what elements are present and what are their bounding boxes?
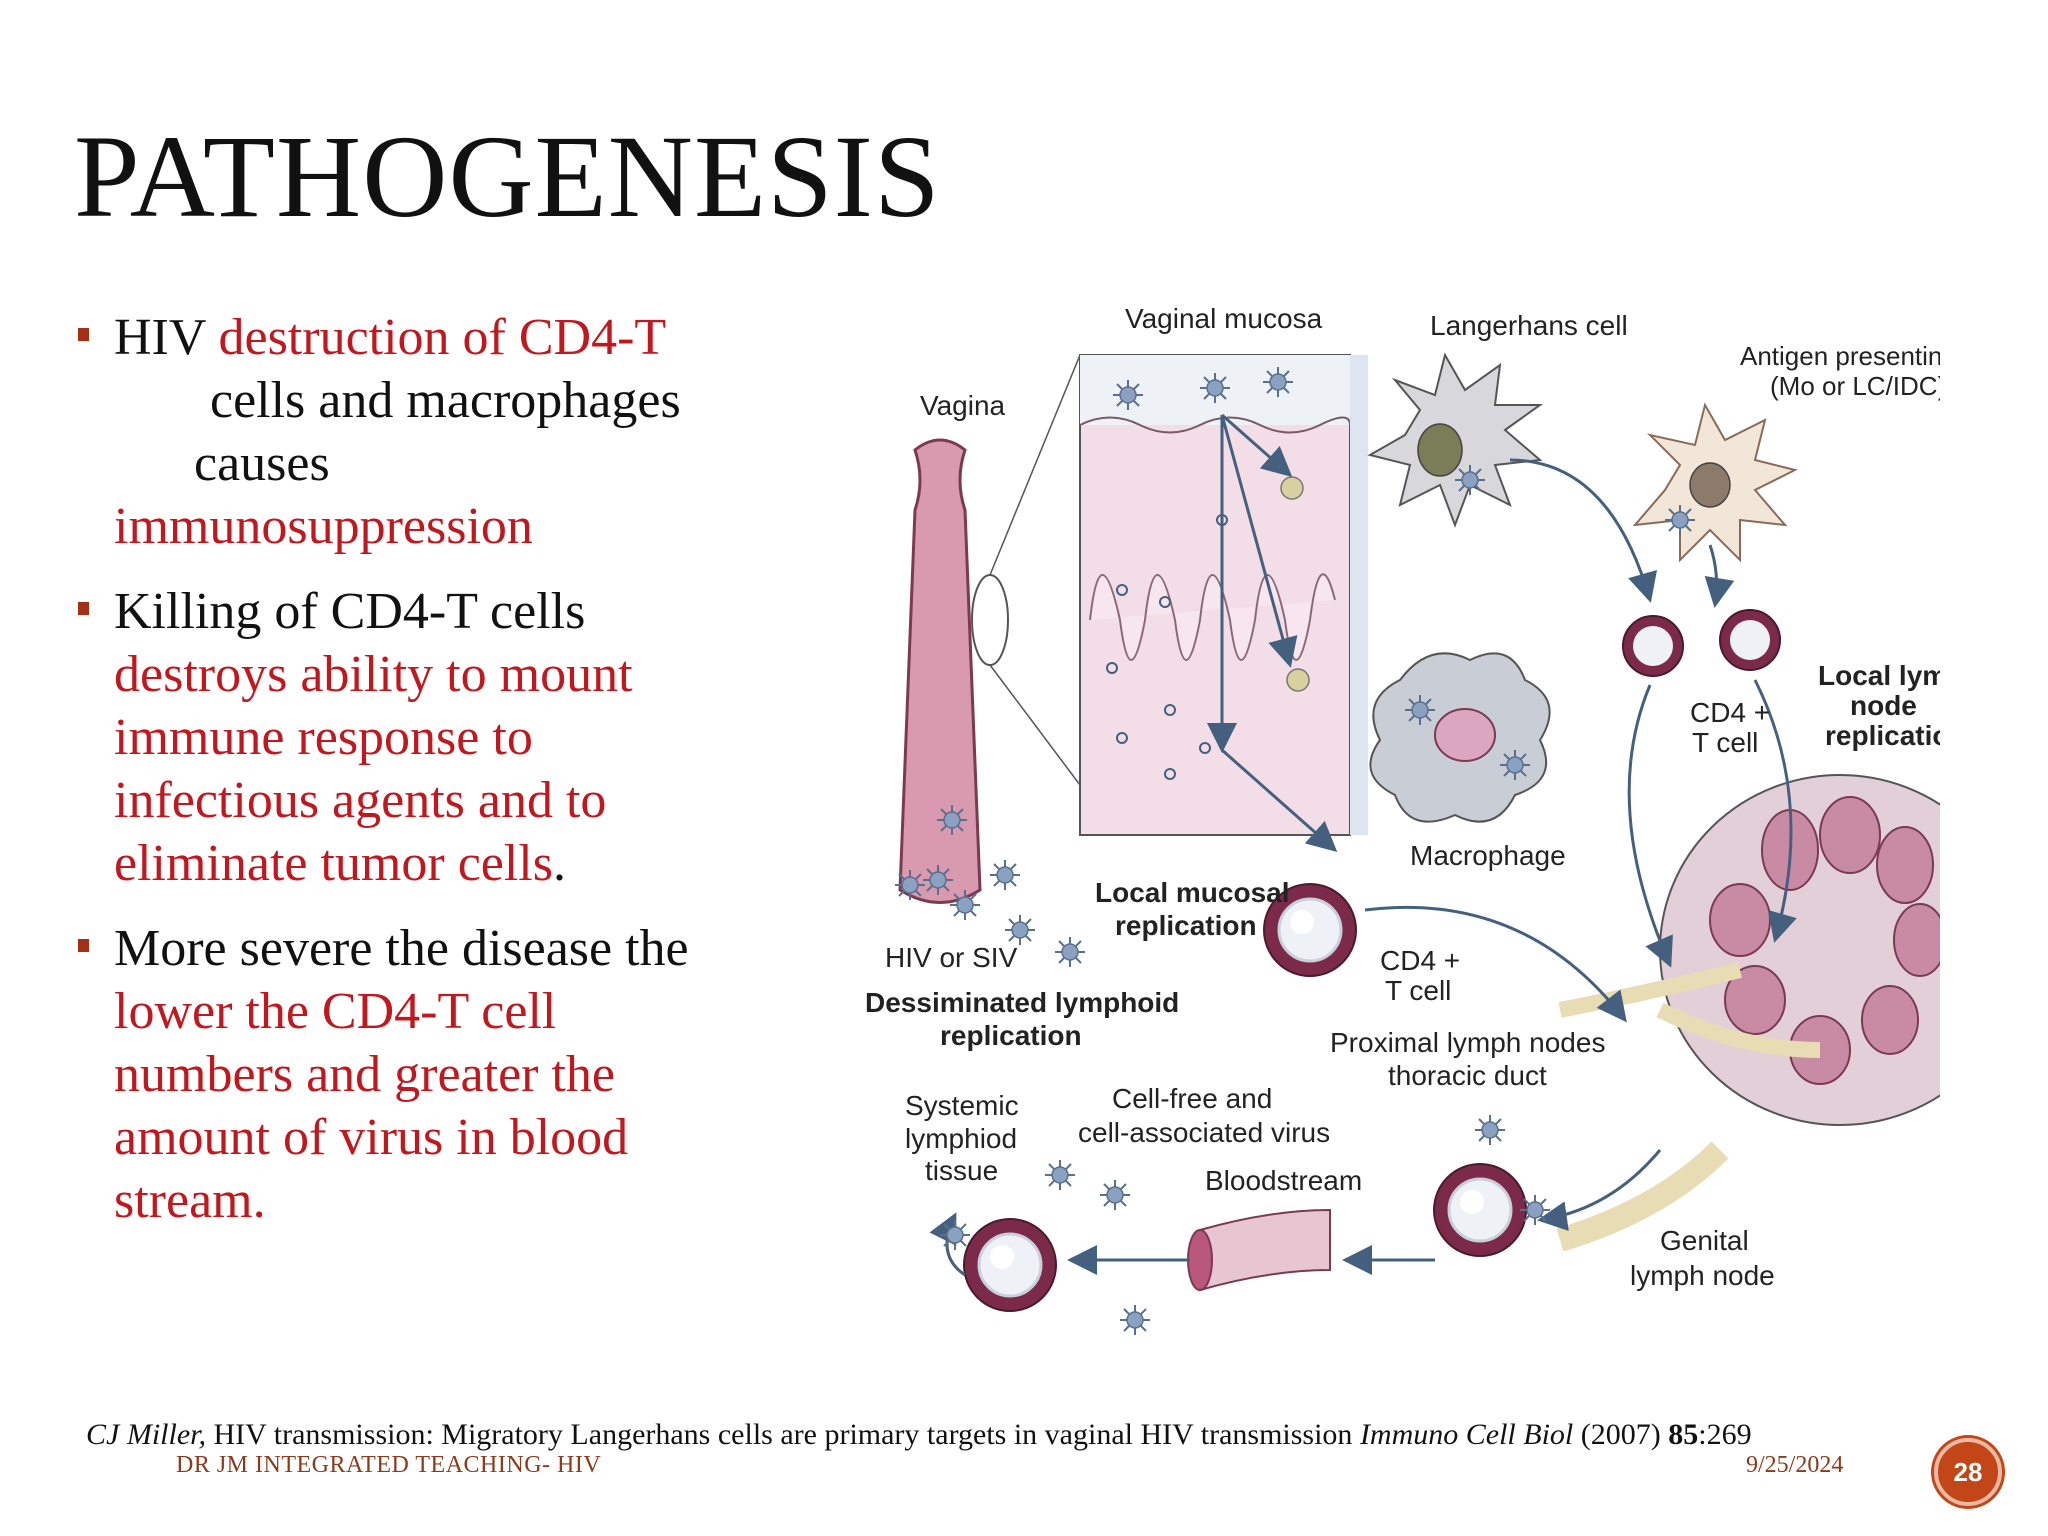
label-apc: Antigen presenting cell [1740, 341, 1940, 371]
bullet-text: cells and macrophages [210, 372, 681, 429]
bullet-item-1: HIV destruction of CD4-T cells and macro… [78, 306, 838, 558]
label-local-lymph-replication: replication [1825, 720, 1940, 751]
label-proximal-lymph: Proximal lymph nodes [1330, 1027, 1605, 1058]
bullet-text: . [552, 835, 566, 892]
page-number-badge: 28 [1934, 1438, 2002, 1506]
bullet-text: destroys ability to mount [114, 646, 633, 703]
antigen-presenting-cell-illustration [1632, 402, 1798, 563]
label-thoracic-duct: thoracic duct [1388, 1060, 1547, 1091]
label-bloodstream: Bloodstream [1205, 1165, 1362, 1196]
citation-pages: :269 [1698, 1418, 1752, 1451]
bullet-text: immune response to [114, 709, 533, 766]
slide-title: PATHOGENESIS [74, 111, 941, 242]
diagram-labels: Vaginal mucosa Langerhans cell Antigen p… [865, 303, 1940, 1291]
label-genital-lymph-node: lymph node [1630, 1260, 1775, 1291]
flow-arrows [929, 458, 1797, 1277]
bullet-text: Killing of CD4-T cells [114, 583, 586, 640]
bullet-list: HIV destruction of CD4-T cells and macro… [78, 306, 838, 1254]
bullet-text: amount of virus in blood [114, 1109, 629, 1166]
bullet-text: infectious agents and to [114, 772, 607, 829]
label-systemic: Systemic [905, 1090, 1019, 1121]
citation-text: HIV transmission: Migratory Langerhans c… [206, 1418, 1360, 1451]
label-genital: Genital [1660, 1225, 1749, 1256]
label-hiv-siv: HIV or SIV [885, 942, 1018, 973]
citation-year: (2007) [1573, 1418, 1669, 1451]
label-cd4-tcell-2: CD4 + [1380, 945, 1460, 976]
label-tissue: tissue [925, 1155, 998, 1186]
label-cell-associated: cell-associated virus [1078, 1117, 1330, 1148]
label-macrophage: Macrophage [1410, 840, 1566, 871]
label-cd4-tcell-1: CD4 + [1690, 697, 1770, 728]
bullet-text: numbers and greater the [114, 1046, 616, 1103]
label-disseminated: Dessiminated lymphoid [865, 987, 1179, 1018]
citation: CJ Miller, HIV transmission: Migratory L… [86, 1418, 1752, 1452]
bullet-marker-icon [78, 602, 89, 615]
bullet-item-2: Killing of CD4-T cells destroys ability … [78, 580, 838, 895]
lymph-node-illustration [1556, 774, 1940, 1252]
label-cell-free: Cell-free and [1112, 1083, 1272, 1114]
macrophage-illustration [1369, 652, 1551, 823]
label-local-mucosal: Local mucosal [1095, 877, 1290, 908]
vagina-illustration [898, 354, 1081, 904]
label-local-mucosal-replication: replication [1115, 910, 1257, 941]
citation-journal: Immuno Cell Biol [1359, 1418, 1574, 1451]
vaginal-mucosa-illustration [1079, 354, 1368, 852]
bullet-marker-icon [78, 328, 89, 341]
hiv-transmission-diagram: Vaginal mucosa Langerhans cell Antigen p… [865, 303, 1940, 1336]
bullet-text: HIV [114, 309, 219, 366]
label-lymphiod: lymphiod [905, 1123, 1017, 1154]
langerhans-cell-illustration [1367, 352, 1544, 528]
bullet-text: immunosuppression [114, 498, 533, 555]
bloodstream-illustration [1187, 1208, 1331, 1292]
citation-author: CJ Miller, [86, 1418, 206, 1451]
footer-date: 9/25/2024 [1746, 1452, 1844, 1478]
bullet-marker-icon [78, 939, 89, 952]
label-local-lymph-node: node [1850, 690, 1917, 721]
bullet-text: eliminate tumor cells [114, 835, 553, 892]
label-vaginal-mucosa: Vaginal mucosa [1125, 303, 1323, 334]
citation-volume: 85 [1668, 1418, 1699, 1451]
label-cd4-tcell-1b: T cell [1692, 727, 1758, 758]
bullet-item-3: More severe the disease the lower the CD… [78, 917, 838, 1232]
bullet-text: stream. [114, 1172, 266, 1229]
label-local-lymph: Local lymph [1818, 660, 1940, 691]
label-vagina: Vagina [920, 390, 1006, 421]
bullet-text: causes [194, 435, 330, 492]
footer-text: DR JM INTEGRATED TEACHING- HIV [176, 1452, 602, 1478]
bullet-text: More severe the disease the [114, 920, 689, 977]
label-disseminated-replication: replication [940, 1020, 1082, 1051]
label-apc-sub: (Mo or LC/IDC) [1770, 371, 1940, 401]
bullet-text: lower the CD4-T cell [114, 983, 557, 1040]
label-cd4-tcell-2b: T cell [1385, 975, 1451, 1006]
bullet-text: destruction of CD4-T [218, 309, 667, 366]
label-langerhans-cell: Langerhans cell [1430, 310, 1628, 341]
